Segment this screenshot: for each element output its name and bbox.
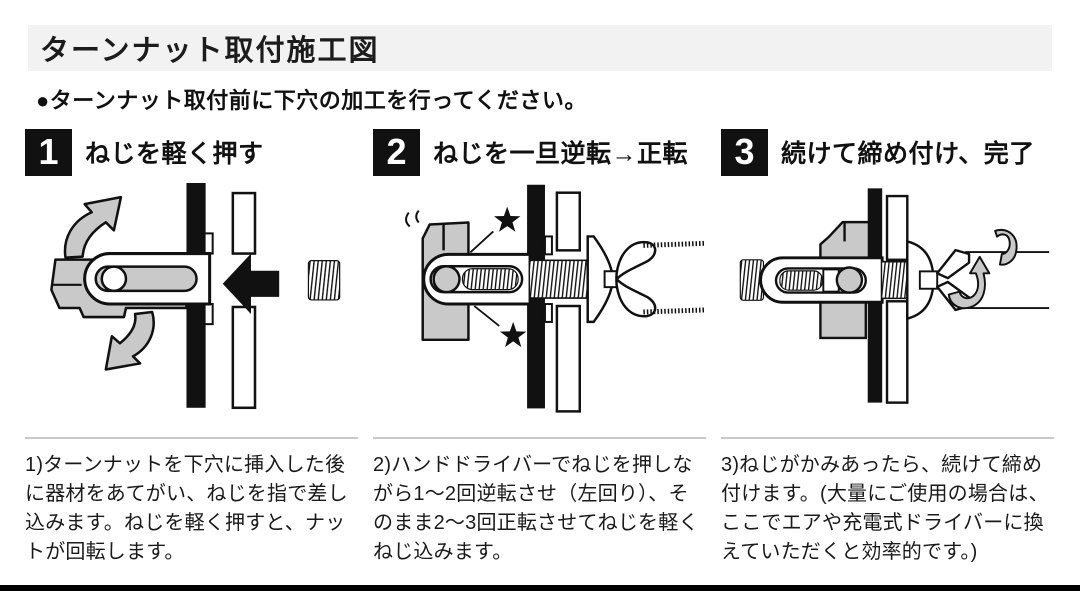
page-title: ターンナット取付施工図	[40, 35, 380, 67]
step-3-description: 3)ねじがかみあったら、続けて締め付けます。(大量にご使用の場合は、ここでエアや…	[721, 454, 1049, 563]
step-1-header: 1 ねじを軽く押す	[25, 127, 358, 177]
fixture-board	[231, 191, 257, 410]
rotation-arrow-icon	[63, 195, 155, 371]
step-1-number-badge: 1	[25, 128, 72, 176]
step-1-description: 1)ターンナットを下穴に挿入した後に器材をあてがい、ねじを指で差し込みます。ねじ…	[25, 454, 348, 563]
step-1-illustration	[25, 183, 358, 435]
step-3-divider	[721, 437, 1054, 439]
screw-thread	[530, 259, 588, 299]
step-1-column: 1 ねじを軽く押す	[25, 127, 358, 567]
step-2-column: 2 ねじを一旦逆転→正転	[373, 127, 706, 567]
step-2-illustration	[373, 183, 706, 435]
flat-head-screw	[906, 239, 939, 321]
turn-nut-body	[83, 252, 212, 306]
rotation-arrow-icon	[947, 229, 1018, 310]
turn-nut-body	[759, 256, 884, 304]
step-3-number-badge: 3	[721, 128, 768, 176]
step-2-drawing	[405, 184, 705, 413]
bottom-rule	[0, 585, 1080, 591]
step-2-header: 2 ねじを一旦逆転→正転	[373, 127, 706, 177]
step-1-drawing	[50, 183, 341, 410]
step-2-description: 2)ハンドドライバーでねじを押しながら1～2回逆転させ（左回り）、そのまま2～3…	[373, 454, 699, 563]
hand-driver-wings	[615, 240, 705, 318]
step-3-header: 3 続けて締め付け、完了	[721, 127, 1054, 177]
fixture-board	[885, 194, 909, 404]
step-2-divider	[373, 437, 706, 439]
flat-head-screw	[586, 235, 618, 324]
step-2-number-badge: 2	[373, 128, 420, 176]
star-icon	[469, 206, 527, 348]
step-1-title: ねじを軽く押す	[85, 140, 264, 168]
screw-thread-piece	[307, 260, 341, 301]
step-3-title: 続けて締め付け、完了	[781, 140, 1035, 168]
fixture-board	[555, 191, 582, 413]
pre-install-note: ●ターンナット取付前に下穴の加工を行ってください。	[36, 88, 587, 113]
vibration-marks	[405, 209, 420, 228]
page-title-bar: ターンナット取付施工図	[28, 25, 1052, 71]
screw-thread	[882, 260, 908, 300]
step-1-divider	[25, 437, 358, 439]
step-3-drawing	[739, 188, 1050, 404]
nut-flange	[543, 235, 553, 323]
turn-nut-wing	[819, 220, 882, 340]
push-arrow-icon	[222, 253, 280, 315]
steps-container: 1 ねじを軽く押す	[25, 127, 1055, 567]
turn-nut-body	[422, 252, 532, 306]
step-2-title: ねじを一旦逆転→正転	[433, 140, 689, 168]
step-3-illustration	[721, 183, 1054, 435]
step-3-column: 3 続けて締め付け、完了	[721, 127, 1054, 567]
